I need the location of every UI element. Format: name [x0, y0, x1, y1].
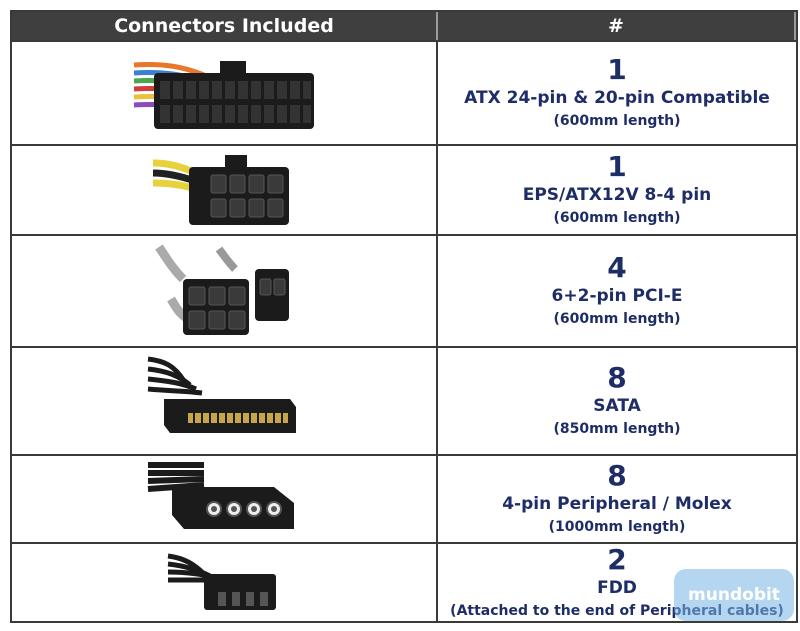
connector-image-cell	[12, 234, 438, 346]
connector-quantity: 8	[607, 459, 627, 492]
connector-quantity: 2	[607, 543, 627, 576]
watermark-text: mundobit	[688, 585, 780, 605]
connectors-table: Connectors Included # 1 ATX 24-pin & 20-…	[10, 10, 798, 623]
connector-length: (600mm length)	[553, 311, 681, 327]
connector-info-cell: 8 SATA (850mm length)	[438, 346, 796, 454]
connector-quantity: 1	[607, 53, 627, 86]
connector-length: (600mm length)	[553, 113, 681, 129]
connector-name: 6+2-pin PCI-E	[551, 286, 683, 306]
molex-connector-icon	[147, 462, 294, 529]
watermark-logo: mundobit	[674, 569, 794, 621]
fdd-connector-icon	[167, 553, 276, 610]
connector-info-cell: 8 4-pin Peripheral / Molex (1000mm lengt…	[438, 454, 796, 542]
connector-image-cell	[12, 346, 438, 454]
pcie-6plus2-connector-icon	[155, 244, 289, 335]
connector-length: (600mm length)	[553, 210, 681, 226]
connector-image-cell	[12, 40, 438, 144]
connector-info-cell: 1 ATX 24-pin & 20-pin Compatible (600mm …	[438, 40, 796, 144]
eps-8pin-connector-icon	[152, 155, 289, 225]
connector-quantity: 1	[607, 150, 627, 183]
header-count: #	[438, 12, 796, 40]
connector-quantity: 8	[607, 361, 627, 394]
atx-24pin-connector-icon	[133, 61, 314, 129]
connector-name: FDD	[597, 578, 637, 598]
connector-name: 4-pin Peripheral / Molex	[502, 494, 732, 514]
connector-image-cell	[12, 542, 438, 622]
sata-connector-icon	[147, 356, 296, 433]
connector-length: (850mm length)	[553, 421, 681, 437]
connector-info-cell: 1 EPS/ATX12V 8-4 pin (600mm length)	[438, 144, 796, 234]
connector-quantity: 4	[607, 251, 627, 284]
connector-image-cell	[12, 454, 438, 542]
header-connectors: Connectors Included	[12, 12, 438, 40]
connector-image-cell	[12, 144, 438, 234]
connector-name: ATX 24-pin & 20-pin Compatible	[464, 88, 770, 108]
connector-name: EPS/ATX12V 8-4 pin	[522, 185, 712, 205]
connector-info-cell: 4 6+2-pin PCI-E (600mm length)	[438, 234, 796, 346]
connector-length: (1000mm length)	[548, 519, 686, 535]
connector-name: SATA	[593, 396, 641, 416]
